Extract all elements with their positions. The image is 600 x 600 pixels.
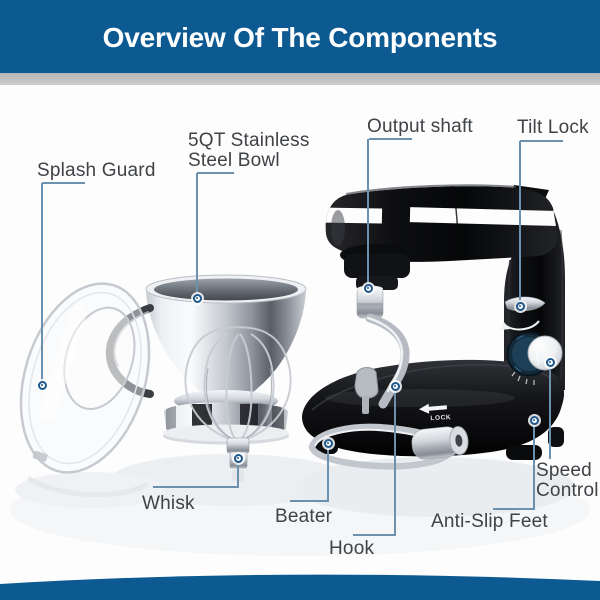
label-tilt-lock: Tilt Lock: [517, 117, 589, 138]
leader-line-hook: [394, 390, 396, 536]
label-speed-control: Speed Control: [536, 460, 599, 501]
label-hook: Hook: [329, 538, 375, 559]
leader-line-bowl: [196, 173, 198, 294]
header-banner: Overview Of The Components: [0, 0, 600, 73]
callout-marker-output-shaft: [363, 283, 373, 293]
output-shaft-graphic: [340, 244, 414, 319]
leader-line-hook: [353, 534, 395, 536]
leader-line-splash-guard: [42, 182, 85, 184]
bottom-wave: [0, 574, 600, 600]
leader-line-speed-control: [549, 366, 551, 459]
leader-line-output-shaft: [369, 138, 412, 140]
callout-marker-whisk: [233, 453, 243, 463]
splash-guard-graphic: [19, 282, 151, 474]
callout-marker-beater: [323, 438, 333, 448]
leader-line-beater: [290, 500, 328, 502]
leader-line-anti-slip-feet: [493, 508, 534, 510]
callout-marker-tilt-lock: [515, 301, 525, 311]
callout-marker-anti-slip-feet: [529, 415, 539, 425]
label-anti-slip-feet: Anti-Slip Feet: [431, 511, 548, 532]
leader-line-tilt-lock: [519, 141, 521, 302]
leader-line-whisk: [237, 462, 239, 488]
header-divider: [0, 73, 600, 85]
bowl-graphic: [145, 274, 307, 445]
callout-marker-bowl: [192, 293, 202, 303]
lock-marking-group: LOCK: [418, 403, 451, 422]
label-whisk: Whisk: [142, 493, 195, 514]
leader-line-output-shaft: [367, 139, 369, 284]
mixer-head-graphic: [325, 184, 558, 262]
label-output-shaft: Output shaft: [367, 116, 473, 137]
page-title: Overview Of The Components: [102, 22, 498, 53]
floor-reflection: [10, 454, 590, 556]
label-beater: Beater: [275, 506, 333, 527]
leader-line-tilt-lock: [520, 140, 563, 142]
leader-line-whisk: [153, 486, 238, 488]
leader-line-beater: [327, 447, 329, 502]
label-splash-guard: Splash Guard: [37, 160, 156, 181]
callout-marker-hook: [390, 381, 400, 391]
leader-line-anti-slip-feet: [533, 424, 535, 510]
callout-marker-splash-guard: [37, 380, 47, 390]
callout-marker-speed-control: [545, 357, 555, 367]
lock-marking: LOCK: [430, 414, 451, 422]
beater-graphic: [308, 367, 469, 470]
leader-line-splash-guard: [41, 183, 43, 381]
leader-line-bowl: [197, 172, 234, 174]
label-bowl: 5QT Stainless Steel Bowl: [188, 130, 310, 171]
